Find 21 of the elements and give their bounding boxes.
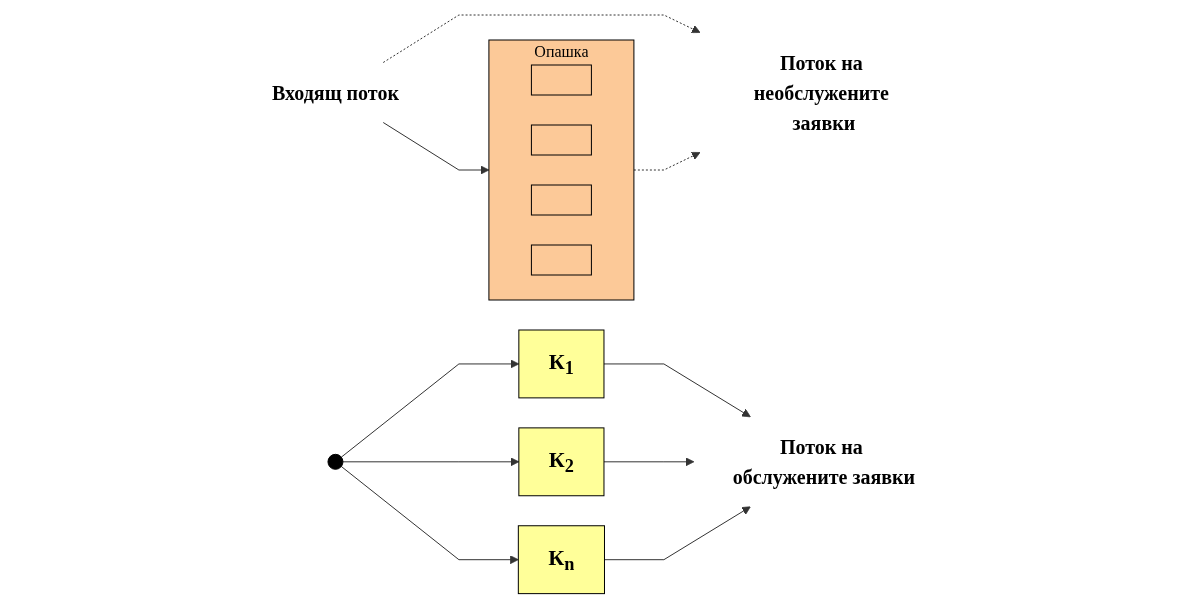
node-box: К$_{2}$: [518, 427, 605, 497]
arrow: [603, 363, 751, 418]
node-circle: [327, 454, 344, 470]
arrow: [382, 14, 701, 64]
node-box: [530, 184, 592, 216]
arrow: [340, 466, 519, 565]
node-box: К$_{n}$: [517, 525, 606, 595]
node-text: Поток на необслужените заявки: [753, 51, 889, 134]
arrow: [603, 457, 695, 467]
node-text: Входящ поток: [272, 81, 399, 104]
arrow: [633, 152, 701, 171]
node-box: К$_{1}$: [518, 329, 605, 399]
arrow: [340, 359, 520, 458]
node-box: [530, 124, 592, 156]
cluster: Опашка: [488, 39, 635, 301]
node-box: [530, 64, 592, 96]
arrow: [604, 506, 751, 561]
node-text: Поток на обслужените заявки: [732, 436, 916, 488]
node-box: [530, 244, 592, 276]
arrow: [382, 122, 490, 175]
arrow: [342, 457, 520, 467]
